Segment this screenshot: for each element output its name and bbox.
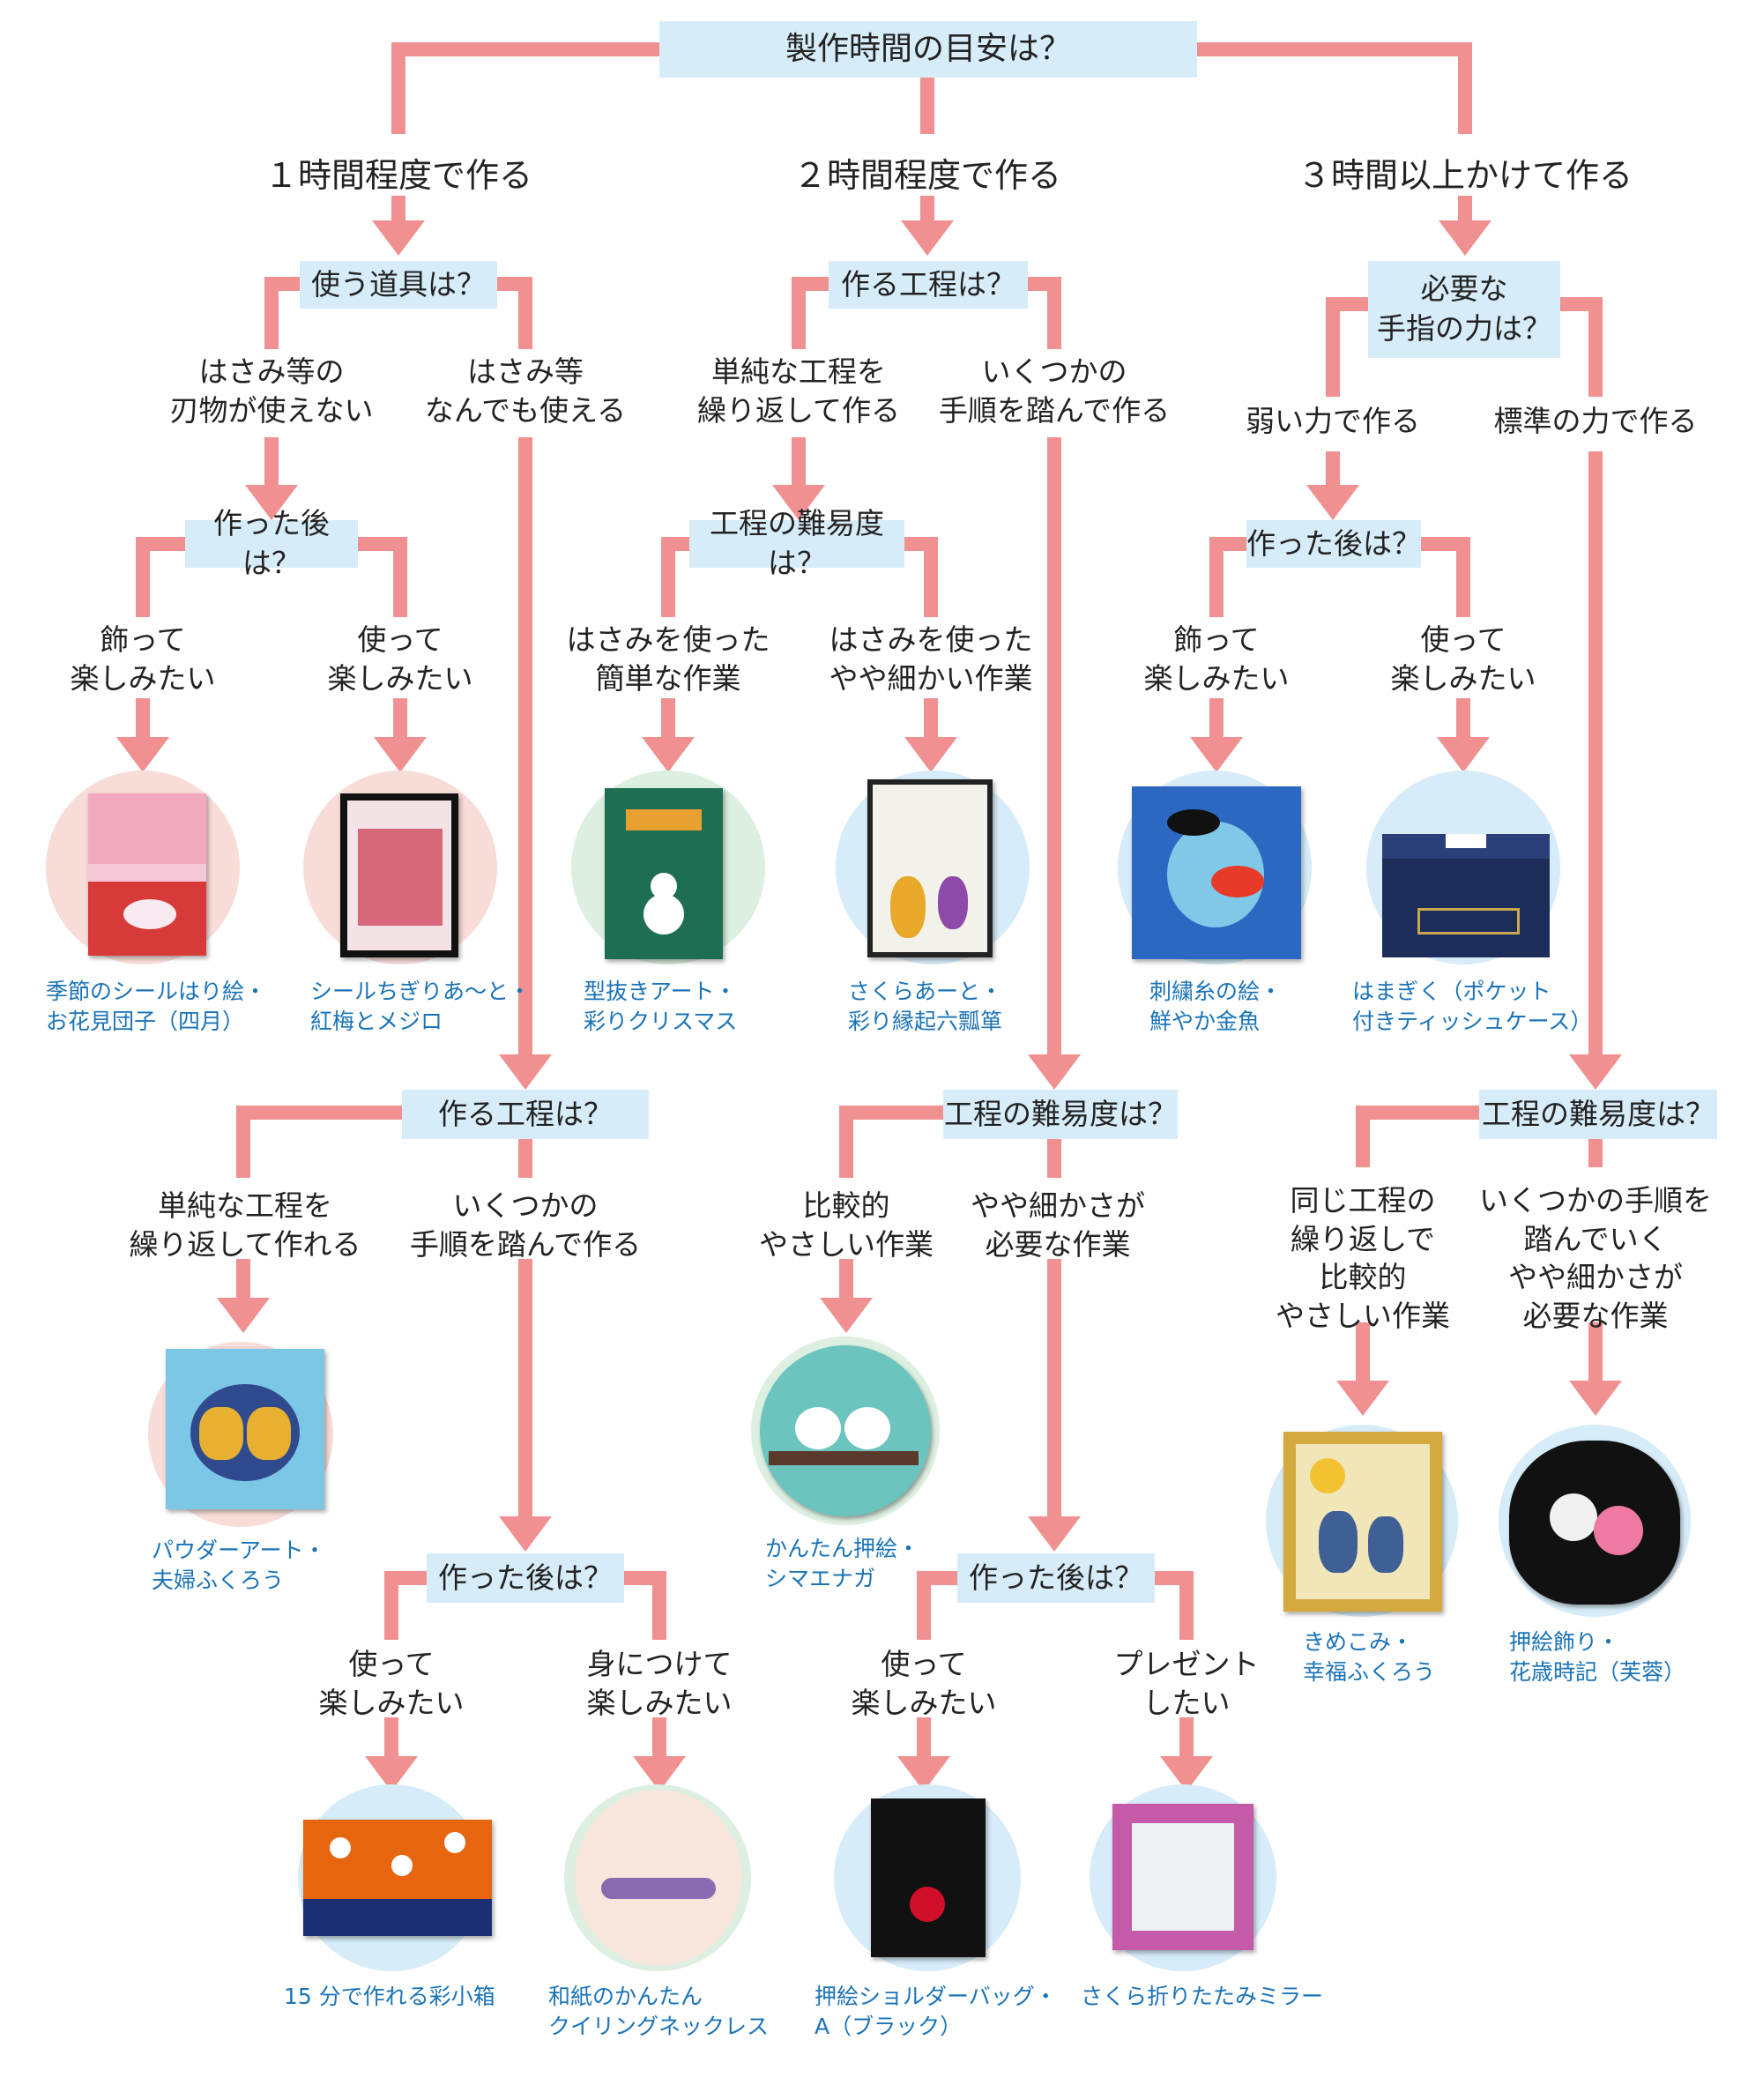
answer-simple-repeat: 単純な工程を 繰り返して作る [696, 354, 900, 428]
hibiscus-oshie-icon[interactable] [1509, 1441, 1680, 1605]
shoulder-bag-icon[interactable] [871, 1798, 986, 1957]
product-caption-9[interactable]: きめこみ・ 幸福ふくろう [1303, 1629, 1436, 1685]
product-caption-13[interactable]: 押絵ショルダーバッグ・ A（ブラック） [815, 1984, 1057, 2039]
question-process-2: 作る工程は？ [402, 1090, 649, 1139]
question-difficulty-3: 工程の難易度は？ [1479, 1090, 1717, 1139]
product-caption-4[interactable]: さくらあーと・ 彩り縁起六瓢箪 [848, 979, 1003, 1034]
answer-repeat-easy: 同じ工程の 繰り返しで 比較的 やさしい作業 [1276, 1183, 1450, 1333]
answer-steps-fine: いくつかの手順を 踏んでいく やや細かさが 必要な作業 [1479, 1183, 1712, 1333]
product-caption-2[interactable]: シールちぎりあ〜と・ 紅梅とメジロ [310, 979, 532, 1034]
answer-decorate-2: 飾って 楽しみたい [1143, 622, 1290, 696]
question-after-making-4: 作った後は？ [957, 1553, 1155, 1603]
product-caption-10[interactable]: 押絵飾り・ 花歳時記（芙蓉） [1509, 1629, 1686, 1685]
product-caption-8[interactable]: かんたん押絵・ シマエナガ [765, 1536, 920, 1591]
time-option-1h: １時間程度で作る [264, 156, 532, 195]
answer-use-2: 使って 楽しみたい [1390, 622, 1536, 696]
owl-kimekomi-frame-icon[interactable] [1283, 1432, 1442, 1612]
product-caption-3[interactable]: 型抜きアート・ 彩りクリスマス [584, 979, 738, 1034]
arrow-heads [116, 220, 1622, 1791]
answer-fine-work: やや細かさが 必要な作業 [971, 1188, 1145, 1262]
paper-box-icon[interactable] [303, 1820, 492, 1936]
time-option-3h: ３時間以上かけて作る [1297, 156, 1633, 195]
product-caption-12[interactable]: 和紙のかんたん クイリングネックレス [548, 1984, 770, 2039]
product-caption-1[interactable]: 季節のシールはり絵・ お花見団子（四月） [46, 979, 267, 1034]
question-after-making-3: 作った後は？ [427, 1553, 624, 1603]
question-after-making-2: 作った後は？ [1246, 520, 1421, 568]
answer-several-steps-2: いくつかの 手順を踏んで作る [409, 1188, 642, 1262]
product-caption-5[interactable]: 刺繍糸の絵・ 鮮やか金魚 [1149, 979, 1283, 1034]
question-after-making-1: 作った後は？ [185, 506, 358, 580]
question-finger-power: 必要な 手指の力は？ [1368, 261, 1560, 358]
tissue-case-icon[interactable] [1382, 834, 1550, 957]
product-caption-6[interactable]: はまぎく（ポケット 付きティッシュケース） [1352, 979, 1593, 1034]
answer-scissors-fine: はさみを使った やや細かい作業 [829, 622, 1033, 696]
answer-use-4: 使って 楽しみたい [851, 1647, 997, 1720]
sticker-art-picture-icon[interactable] [88, 793, 206, 956]
question-tools: 使う道具は？ [300, 261, 497, 309]
answer-use-1: 使って 楽しみたい [327, 622, 473, 696]
long-tailed-tit-oshie-icon[interactable] [760, 1345, 931, 1516]
question-process: 作る工程は？ [829, 261, 1028, 309]
answer-no-blades: はさみ等の 刃物が使えない [169, 354, 374, 428]
answer-decorate-1: 飾って 楽しみたい [70, 622, 216, 696]
christmas-die-cut-art-icon[interactable] [605, 788, 723, 959]
answer-simple-repeat-2: 単純な工程を 繰り返して作れる [129, 1188, 361, 1262]
product-caption-11[interactable]: 15 分で作れる彩小箱 [284, 1984, 495, 2009]
time-option-2h: ２時間程度で作る [792, 156, 1061, 195]
root-question: 製作時間の目安は？ [659, 21, 1197, 78]
goldfish-thread-picture-icon[interactable] [1132, 786, 1301, 959]
answer-standard-power: 標準の力で作る [1493, 404, 1698, 438]
gourd-stained-art-icon[interactable] [867, 779, 993, 957]
quilling-necklace-icon[interactable] [575, 1790, 742, 1966]
question-difficulty-2: 工程の難易度は？ [943, 1090, 1178, 1139]
answer-present: プレゼント したい [1113, 1647, 1260, 1720]
answer-easy-work: 比較的 やさしい作業 [759, 1188, 934, 1262]
answer-several-steps: いくつかの 手順を踏んで作る [938, 354, 1171, 428]
answer-weak-power: 弱い力で作る [1246, 404, 1420, 438]
answer-wear: 身につけて 楽しみたい [586, 1647, 733, 1720]
owl-powder-art-icon[interactable] [166, 1349, 324, 1509]
answer-use-3: 使って 楽しみたい [318, 1647, 465, 1720]
product-caption-7[interactable]: パウダーアート・ 夫婦ふくろう [152, 1538, 326, 1593]
product-caption-14[interactable]: さくら折りたたみミラー [1081, 1984, 1324, 2009]
question-difficulty-1: 工程の難易度は？ [689, 506, 904, 580]
torn-sticker-picture-icon[interactable] [340, 793, 458, 957]
answer-scissors-easy: はさみを使った 簡単な作業 [566, 622, 770, 696]
answer-any-tools: はさみ等 なんでも使える [424, 354, 627, 428]
folding-mirror-icon[interactable] [1112, 1804, 1253, 1950]
